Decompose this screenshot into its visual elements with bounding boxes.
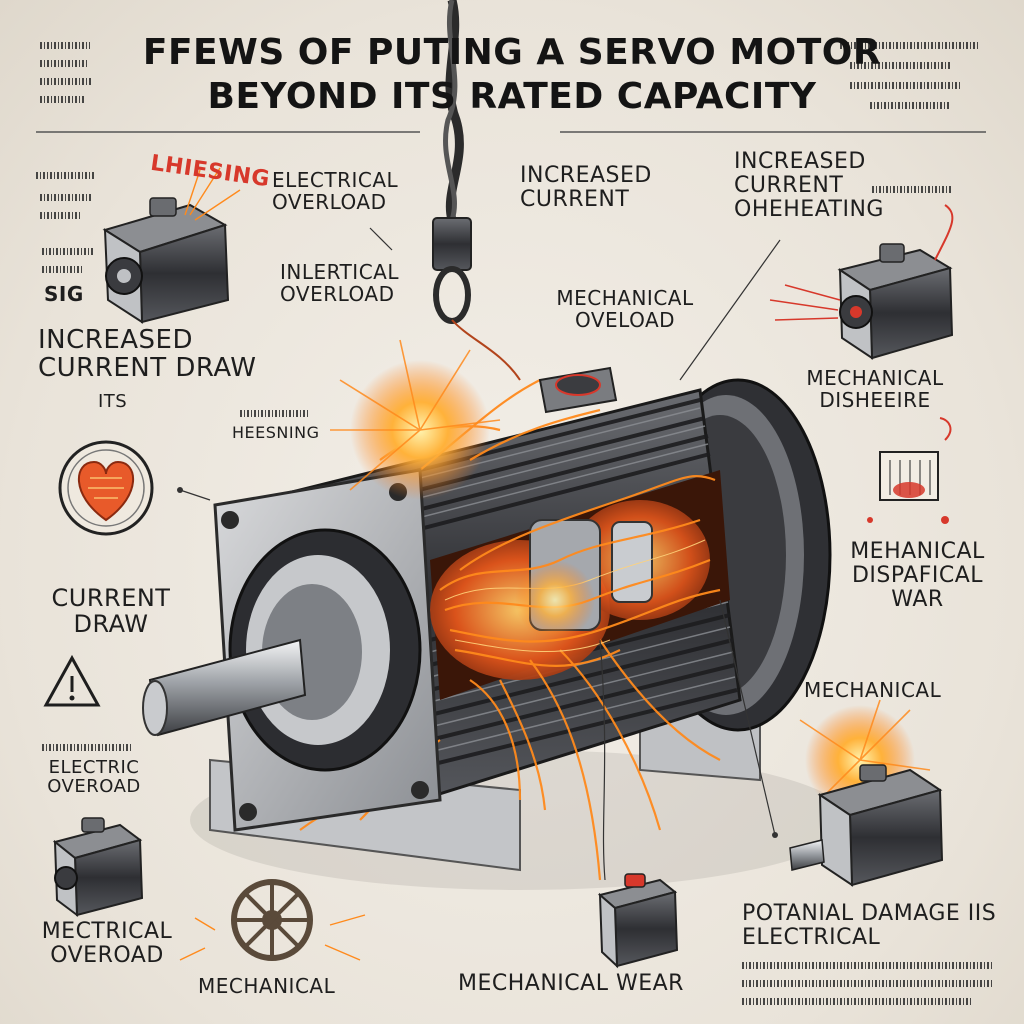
decorative-text-block	[40, 42, 90, 49]
page-title-line-1: FFEWS OF PUTING A SERVO MOTOR	[142, 32, 882, 73]
warning-icon	[43, 654, 101, 707]
label-mechanical-oveload: MECHANICAL OVELOAD	[556, 286, 694, 332]
decorative-text-block	[36, 172, 96, 179]
decorative-text-block	[872, 186, 952, 193]
label-mechanical-wear: MECHANICAL WEAR	[458, 971, 684, 996]
heart-coil-icon	[58, 440, 154, 536]
label-mechanical-right: MECHANICAL	[804, 678, 942, 702]
label-heesning: HEESNING	[232, 423, 320, 442]
decorative-text-block	[742, 998, 972, 1005]
decorative-text-block	[870, 102, 950, 109]
decorative-text-block	[742, 962, 992, 969]
decorative-text-block	[42, 266, 82, 273]
decorative-text-block	[40, 194, 92, 201]
label-current-draw: CURRENT DRAW	[51, 584, 171, 638]
small-motor-bottom-center	[597, 873, 679, 969]
decorative-text-block	[240, 410, 310, 417]
small-motor-top-right	[769, 204, 954, 360]
small-motor-bottom-left	[52, 817, 144, 918]
decorative-text-block	[40, 96, 86, 103]
hook-icon	[432, 0, 521, 381]
label-sig: SIG	[44, 282, 84, 306]
decorative-text-block	[742, 980, 992, 987]
decorative-text-block	[850, 62, 950, 69]
label-potanial-damage: POTANIAL DAMAGE IIS ELECTRICAL	[742, 901, 997, 950]
label-mechanical-disheeire: MECHANICAL DISHEEIRE	[806, 366, 944, 412]
label-its: ITS	[98, 391, 128, 412]
label-electrical-overload-top: ELECTRICAL OVERLOAD	[272, 168, 399, 214]
gear-icon	[179, 879, 366, 961]
page-title-line-2: BEYOND ITS RATED CAPACITY	[207, 76, 817, 117]
label-electric-overoad: ELECTRIC OVEROAD	[47, 757, 141, 798]
label-inlertical-overload: INLERTICAL OVERLOAD	[280, 260, 399, 306]
label-increased-current-top: INCREASED CURRENT	[520, 163, 652, 212]
label-increased-current-overheating: INCREASED CURRENT OHEHEATING	[734, 149, 884, 222]
label-mehanical-dispafical-war: MEHANICAL DISPAFICAL WAR	[850, 539, 985, 612]
decorative-text-block	[42, 744, 132, 751]
small-motor-top-left	[102, 167, 241, 324]
decorative-text-block	[40, 78, 92, 85]
small-motor-right-lower	[789, 764, 944, 887]
heater-box-icon	[867, 417, 952, 524]
decorative-text-block	[40, 60, 88, 67]
decorative-text-block	[850, 82, 960, 89]
label-increased-current-draw: INCREASED CURRENT DRAW	[38, 325, 257, 384]
decorative-text-block	[40, 212, 80, 219]
decorative-text-block	[42, 248, 94, 255]
label-mechanical-bottom: MECHANICAL	[198, 974, 336, 998]
decorative-text-block	[840, 42, 980, 49]
label-mectrical-overoad: MECTRICAL OVEROAD	[41, 919, 173, 968]
